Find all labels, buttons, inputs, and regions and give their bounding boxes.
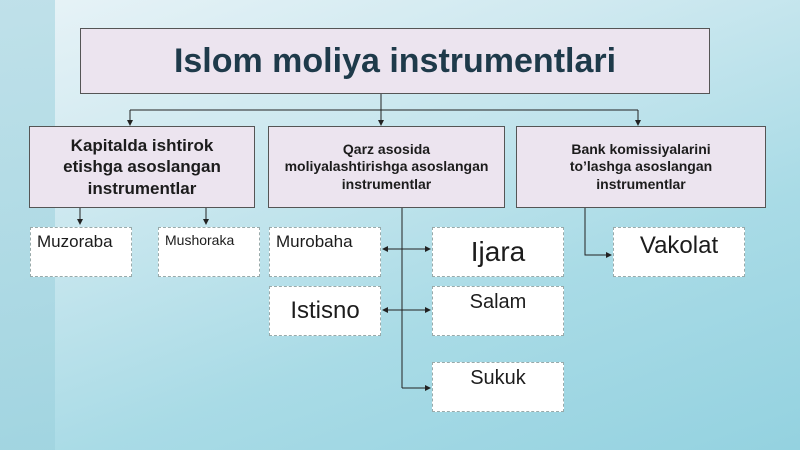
- leaf-murobaha: Murobaha: [269, 227, 381, 277]
- diagram-title: Islom moliya instrumentlari: [80, 28, 710, 94]
- connector-to-vakolat: [584, 208, 612, 258]
- category-commission: Bank komissiyalarini to’lashga asoslanga…: [516, 126, 766, 208]
- category-debt: Qarz asosida moliyalashtirishga asoslang…: [268, 126, 505, 208]
- leaf-istisno: Istisno: [269, 286, 381, 336]
- leaf-mushoraka: Mushoraka: [158, 227, 260, 277]
- category-equity: Kapitalda ishtirok etishga asoslangan in…: [29, 126, 255, 208]
- leaf-vakolat: Vakolat: [613, 227, 745, 277]
- leaf-salam: Salam: [432, 286, 564, 336]
- background-stripe: [0, 0, 55, 450]
- leaf-ijara: Ijara: [432, 227, 564, 277]
- leaf-muzoraba: Muzoraba: [30, 227, 132, 277]
- leaf-sukuk: Sukuk: [432, 362, 564, 412]
